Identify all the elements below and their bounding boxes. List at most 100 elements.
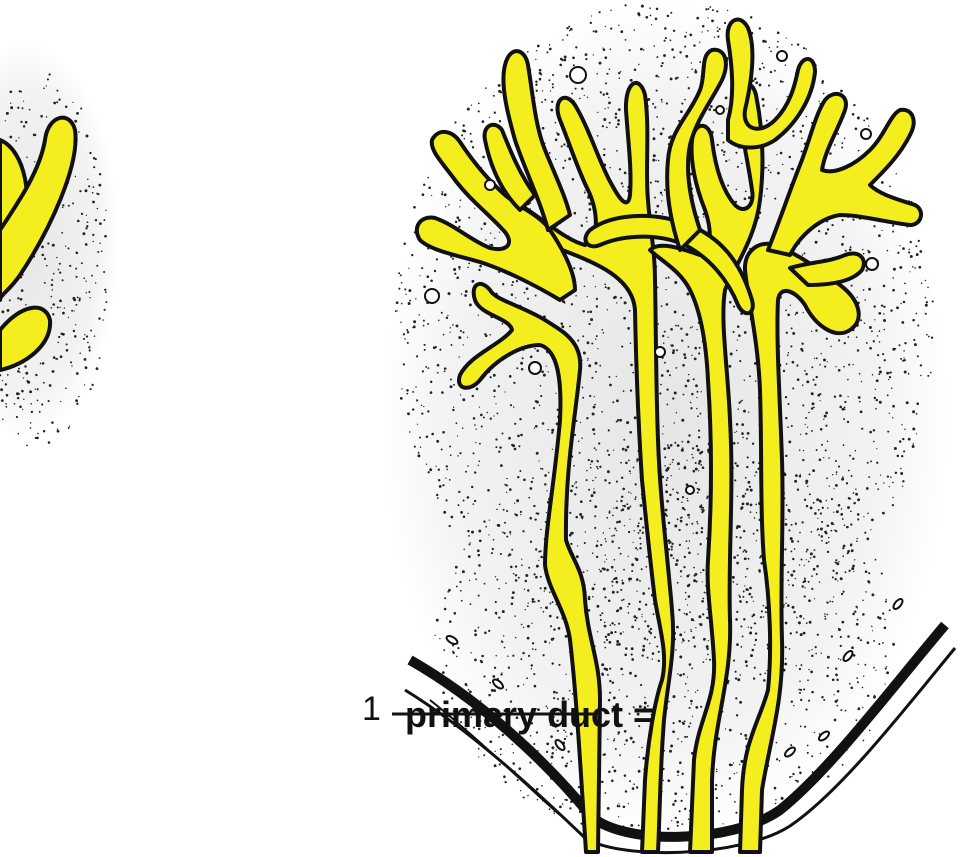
stipple-dot — [504, 391, 505, 392]
stipple-dot — [553, 813, 554, 814]
stipple-dot — [670, 12, 672, 14]
stipple-dot — [437, 497, 439, 499]
stipple-dot — [465, 290, 468, 293]
stipple-dot — [748, 589, 749, 590]
stipple-dot — [481, 228, 483, 230]
stipple-dot — [785, 64, 786, 65]
stipple-dot — [825, 532, 827, 534]
stipple-dot — [876, 448, 877, 449]
stipple-dot — [642, 526, 644, 528]
stipple-dot — [625, 739, 628, 742]
stipple-dot — [693, 44, 695, 46]
stipple-dot — [749, 486, 751, 488]
stipple-dot — [695, 573, 698, 576]
stipple-dot — [469, 580, 470, 581]
stipple-dot — [502, 283, 504, 285]
stipple-dot — [787, 354, 789, 356]
stipple-dot — [587, 570, 588, 571]
stipple-dot — [785, 518, 787, 520]
stipple-dot — [99, 222, 102, 225]
stipple-dot — [636, 617, 638, 619]
stipple-dot — [480, 414, 483, 417]
stipple-dot — [665, 289, 666, 290]
stipple-dot — [792, 130, 794, 132]
stipple-dot — [614, 770, 617, 773]
stipple-dot — [692, 447, 694, 449]
stipple-dot — [458, 336, 461, 339]
stipple-dot — [887, 394, 889, 396]
stipple-dot — [833, 694, 834, 695]
stipple-dot — [41, 246, 44, 249]
stipple-dot — [551, 763, 552, 764]
stipple-dot — [639, 756, 640, 757]
stipple-dot — [729, 159, 730, 160]
stipple-dot — [790, 345, 792, 347]
stipple-dot — [801, 559, 803, 561]
stipple-dot — [523, 478, 526, 481]
stipple-dot — [750, 489, 753, 492]
stipple-dot — [520, 790, 521, 791]
stipple-dot — [802, 125, 804, 127]
stipple-dot — [706, 659, 707, 660]
stipple-dot — [62, 207, 64, 209]
stipple-dot — [604, 596, 606, 598]
stipple-dot — [72, 202, 74, 204]
stipple-dot — [683, 673, 685, 675]
stipple-dot — [431, 433, 434, 436]
stipple-dot — [725, 160, 727, 162]
stipple-dot — [672, 397, 674, 399]
stipple-dot — [889, 486, 890, 487]
stipple-dot — [814, 512, 817, 515]
stipple-dot — [803, 450, 804, 451]
stipple-dot — [789, 156, 792, 159]
stipple-dot — [666, 403, 668, 405]
stipple-dot — [652, 103, 654, 105]
stipple-dot — [670, 344, 671, 345]
stipple-dot — [534, 518, 536, 520]
stipple-dot — [91, 275, 93, 277]
stipple-dot — [52, 313, 54, 315]
stipple-dot — [737, 678, 740, 681]
stipple-dot — [77, 296, 79, 298]
stipple-dot — [787, 313, 790, 316]
stipple-dot — [634, 416, 637, 419]
stipple-dot — [609, 528, 610, 529]
stipple-dot — [754, 475, 755, 476]
stipple-dot — [695, 69, 697, 71]
stipple-dot — [616, 500, 618, 502]
stipple-dot — [824, 415, 827, 418]
stipple-dot — [892, 417, 893, 418]
stipple-dot — [739, 547, 741, 549]
stipple-dot — [681, 642, 682, 643]
stipple-dot — [662, 128, 664, 130]
stipple-dot — [526, 677, 528, 679]
stipple-dot — [65, 387, 67, 389]
stipple-dot — [734, 479, 736, 481]
stipple-dot — [879, 401, 882, 404]
stipple-dot — [917, 324, 919, 326]
stipple-dot — [571, 93, 573, 95]
stipple-dot — [699, 41, 700, 42]
stipple-dot — [395, 310, 397, 312]
stipple-dot — [653, 613, 655, 615]
stipple-dot — [797, 378, 800, 381]
stipple-dot — [697, 492, 699, 494]
stipple-dot — [449, 525, 451, 527]
stipple-dot — [837, 580, 838, 581]
stipple-dot — [593, 488, 594, 489]
stipple-dot — [926, 301, 928, 303]
stipple-dot — [407, 412, 410, 415]
stipple-dot — [706, 648, 708, 650]
stipple-dot — [37, 388, 39, 390]
stipple-dot — [752, 649, 755, 652]
stipple-dot — [17, 297, 19, 299]
stipple-dot — [400, 397, 403, 400]
stipple-dot — [699, 452, 702, 455]
stipple-dot — [561, 322, 564, 325]
stipple-dot — [739, 536, 741, 538]
stipple-dot — [7, 309, 10, 312]
stipple-dot — [104, 289, 106, 291]
stipple-dot — [609, 48, 611, 50]
stipple-dot — [479, 443, 481, 445]
stipple-dot — [435, 466, 436, 467]
